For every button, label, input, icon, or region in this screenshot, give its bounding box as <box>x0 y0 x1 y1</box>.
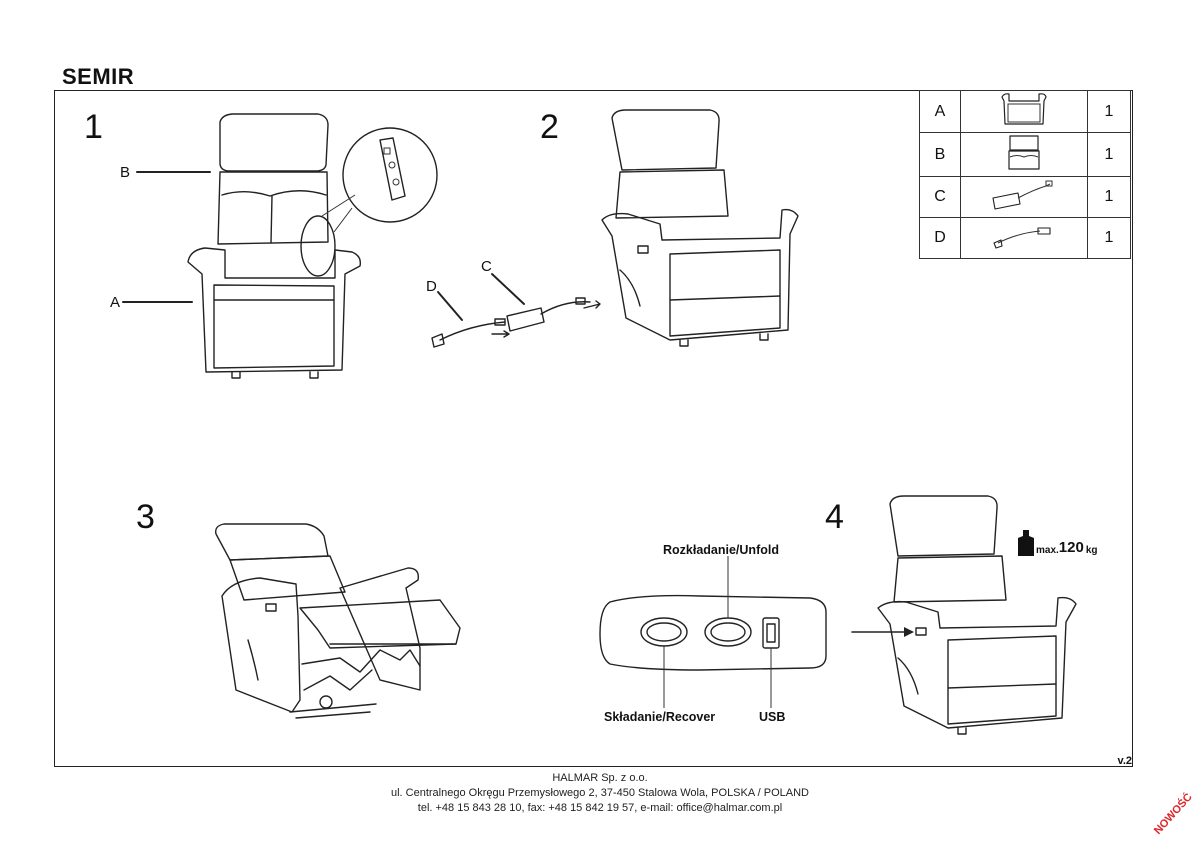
step-number-3: 3 <box>136 498 155 536</box>
part-letter: B <box>919 132 961 177</box>
parts-table: A 1 B 1 C 1 D <box>919 90 1131 259</box>
footer-contact: tel. +48 15 843 28 10, fax: +48 15 842 1… <box>417 802 783 814</box>
callout-label-d: D <box>426 278 437 295</box>
footer-company: HALMAR Sp. z o.o. <box>552 772 648 784</box>
table-row: C 1 <box>919 176 1131 218</box>
part-letter: A <box>919 90 961 133</box>
weight-icon <box>1018 530 1034 556</box>
footer: HALMAR Sp. z o.o. ul. Centralnego Okręgu… <box>0 771 1200 816</box>
callout-label-c: C <box>481 258 492 275</box>
table-row: A 1 <box>919 90 1131 133</box>
table-row: B 1 <box>919 132 1131 177</box>
part-qty: 1 <box>1087 217 1131 259</box>
weight-limit: max. 120 kg <box>1018 530 1098 556</box>
weight-unit: kg <box>1085 545 1098 556</box>
part-qty: 1 <box>1087 132 1131 177</box>
recover-label: Składanie/Recover <box>604 710 716 724</box>
unfold-label: Rozkładanie/Unfold <box>663 543 779 557</box>
footer-address: ul. Centralnego Okręgu Przemysłowego 2, … <box>390 787 809 799</box>
part-letter: D <box>919 217 961 259</box>
table-row: D 1 <box>919 217 1131 259</box>
armchair-base-icon <box>1001 93 1047 125</box>
part-qty: 1 <box>1087 176 1131 218</box>
power-cable-icon <box>993 226 1051 249</box>
document-title: SEMIR <box>62 64 135 89</box>
backrest-icon <box>1008 135 1040 170</box>
weight-prefix: max. <box>1036 545 1059 556</box>
step-number-4: 4 <box>825 498 844 536</box>
instruction-frame <box>54 90 1133 767</box>
version-label: v.2 <box>1117 755 1132 767</box>
callout-label-b: B <box>120 164 131 181</box>
callout-label-a: A <box>110 294 121 311</box>
usb-label: USB <box>759 710 786 724</box>
step-number-2: 2 <box>540 108 559 146</box>
part-qty: 1 <box>1087 90 1131 133</box>
motor-transformer-icon <box>992 180 1053 210</box>
weight-value: 120 <box>1058 539 1084 556</box>
part-letter: C <box>919 176 961 218</box>
step-number-1: 1 <box>84 108 103 146</box>
